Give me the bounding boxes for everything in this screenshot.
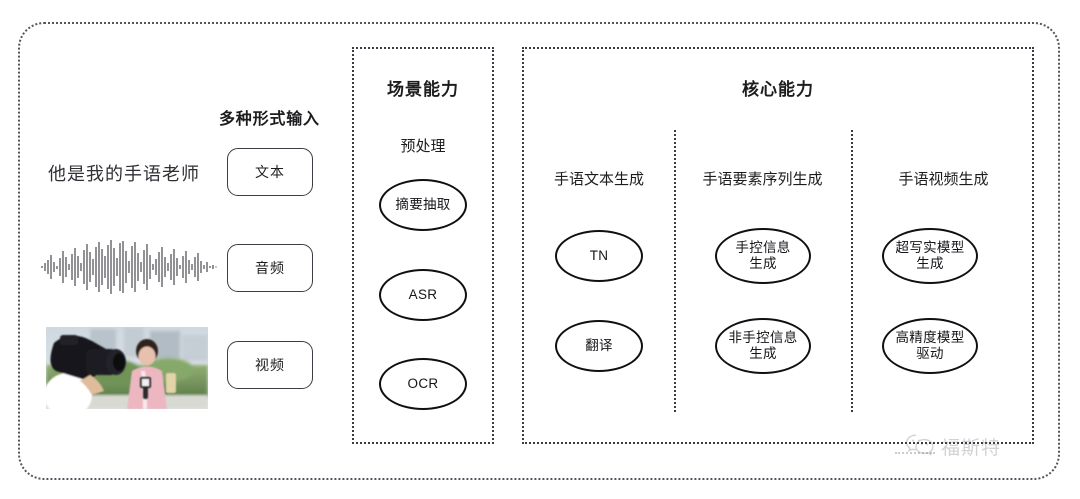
node-line-2: 驱动 bbox=[916, 346, 944, 361]
core-column-label-sign-text-generation: 手语文本生成 bbox=[553, 171, 644, 188]
core-column-label-sign-element-sequence-generation: 手语要素序列生成 bbox=[702, 171, 823, 188]
node-summary-extraction[interactable]: 摘要抽取 bbox=[379, 179, 467, 231]
node-line-2: 生成 bbox=[749, 256, 777, 271]
node-ocr-label: OCR bbox=[407, 376, 439, 392]
node-line-1: 高精度模型 bbox=[895, 330, 965, 346]
node-high-precision-model-driving[interactable]: 高精度模型 驱动 bbox=[882, 318, 978, 374]
watermark-text: 福斯特 bbox=[941, 438, 1002, 459]
node-tn[interactable]: TN bbox=[555, 230, 643, 282]
node-asr-label: ASR bbox=[408, 287, 438, 303]
modality-pill-audio[interactable]: 音频 bbox=[227, 244, 313, 292]
core-capability-panel: 核心能力 手语文本生成 TN 翻译 手语要素序列生成 手控信息 生成 非手控信息… bbox=[522, 47, 1034, 444]
node-non-manual-info-generation[interactable]: 非手控信息 生成 bbox=[715, 318, 811, 374]
watermark: 福斯特 bbox=[905, 432, 1001, 461]
node-line-1: 非手控信息 bbox=[728, 330, 798, 346]
outer-frame bbox=[18, 22, 1060, 480]
modality-pill-video-label: 视频 bbox=[255, 357, 285, 373]
modality-pill-audio-label: 音频 bbox=[255, 260, 285, 276]
node-line-1: 手控信息 bbox=[735, 240, 791, 256]
modality-pill-text[interactable]: 文本 bbox=[227, 148, 313, 196]
node-hyperreal-model-generation[interactable]: 超写实模型 生成 bbox=[882, 228, 978, 284]
scene-capability-panel: 场景能力 预处理 摘要抽取 ASR OCR bbox=[352, 47, 494, 444]
input-sample-text: 他是我的手语老师 bbox=[48, 164, 200, 184]
node-asr[interactable]: ASR bbox=[379, 269, 467, 321]
node-non-manual-info-generation-label: 非手控信息 生成 bbox=[729, 330, 798, 362]
node-translation-label: 翻译 bbox=[585, 338, 613, 354]
modality-pill-video[interactable]: 视频 bbox=[227, 341, 313, 389]
node-translation[interactable]: 翻译 bbox=[555, 320, 643, 372]
node-hyperreal-model-generation-label: 超写实模型 生成 bbox=[896, 240, 965, 272]
scene-group-label: 预处理 bbox=[400, 138, 446, 155]
node-manual-info-generation[interactable]: 手控信息 生成 bbox=[715, 228, 811, 284]
scene-capability-title: 场景能力 bbox=[387, 80, 459, 99]
node-manual-info-generation-label: 手控信息 生成 bbox=[735, 240, 790, 272]
watermark-leader-dots bbox=[895, 452, 935, 454]
node-line-2: 生成 bbox=[916, 256, 944, 271]
node-line-2: 生成 bbox=[749, 346, 777, 361]
node-high-precision-model-driving-label: 高精度模型 驱动 bbox=[896, 330, 965, 362]
core-column-label-sign-video-generation: 手语视频生成 bbox=[898, 171, 989, 188]
node-summary-extraction-label: 摘要抽取 bbox=[395, 197, 451, 213]
input-section-heading: 多种形式输入 bbox=[219, 111, 320, 128]
modality-pill-text-label: 文本 bbox=[255, 164, 285, 180]
core-column-divider-1 bbox=[674, 130, 676, 412]
core-column-divider-2 bbox=[851, 130, 853, 412]
node-line-1: 超写实模型 bbox=[895, 240, 965, 256]
wechat-icon bbox=[905, 432, 935, 461]
node-tn-label: TN bbox=[589, 248, 609, 264]
video-thumbnail bbox=[46, 327, 208, 409]
node-ocr[interactable]: OCR bbox=[379, 358, 467, 410]
core-capability-title: 核心能力 bbox=[742, 80, 814, 99]
audio-waveform-icon bbox=[40, 238, 220, 296]
